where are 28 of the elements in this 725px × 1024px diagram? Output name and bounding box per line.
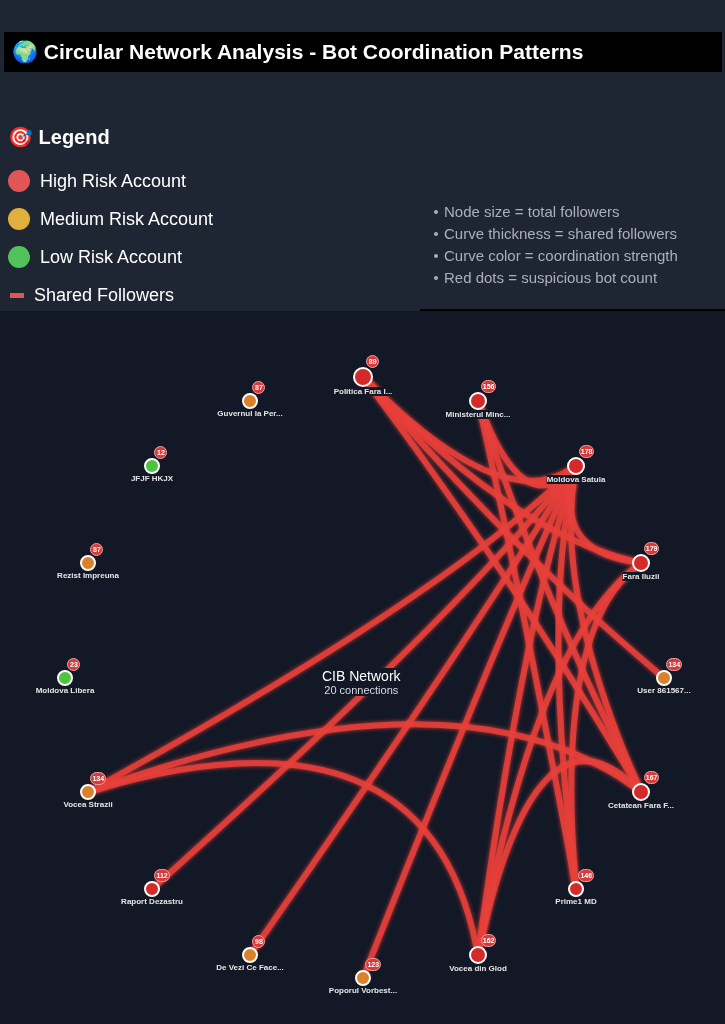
title: 🌍 Circular Network Analysis - Bot Coordination Patterns [12, 39, 584, 66]
account-label: Moldova Libera [35, 686, 95, 695]
account-label: Guvernul la Per... [217, 409, 283, 418]
account-label: Fara Iluzii [622, 572, 660, 581]
network-title: CIB Network [322, 668, 401, 684]
account-label: Vocea Strazii [63, 800, 113, 809]
account-label: Poporul Vorbest... [328, 986, 398, 995]
account-label: De Vezi Ce Face... [216, 963, 284, 972]
note-item: Curve color = coordination strength [444, 246, 678, 266]
note-item: Curve thickness = shared followers [444, 224, 678, 244]
account-label: Raport Dezastru [121, 897, 183, 906]
legend-text: High Risk Account [40, 169, 187, 193]
account-label: Politica Fara I... [333, 387, 393, 396]
legend-text: Shared Followers [34, 283, 175, 307]
account-label: Ministerul Minc... [445, 410, 511, 419]
account-label: Rezist Impreuna [57, 571, 119, 580]
account-label: Vocea din Glod [449, 964, 507, 973]
note-item: Red dots = suspicious bot count [444, 268, 658, 288]
account-label: Cetatean Fara F... [608, 801, 674, 810]
account-label: JFJF HKJX [130, 474, 174, 483]
account-label: User 861567... [637, 686, 691, 695]
legend-text: Low Risk Account [40, 245, 183, 269]
legend-text: Medium Risk Account [40, 207, 214, 231]
account-label: Moldova Satula [546, 475, 606, 484]
account-label: Prime1 MD [555, 897, 597, 906]
network-subtitle: 20 connections [324, 684, 399, 696]
legend-heading: 🎯 Legend [8, 125, 110, 150]
note-item: Node size = total followers [444, 202, 620, 222]
